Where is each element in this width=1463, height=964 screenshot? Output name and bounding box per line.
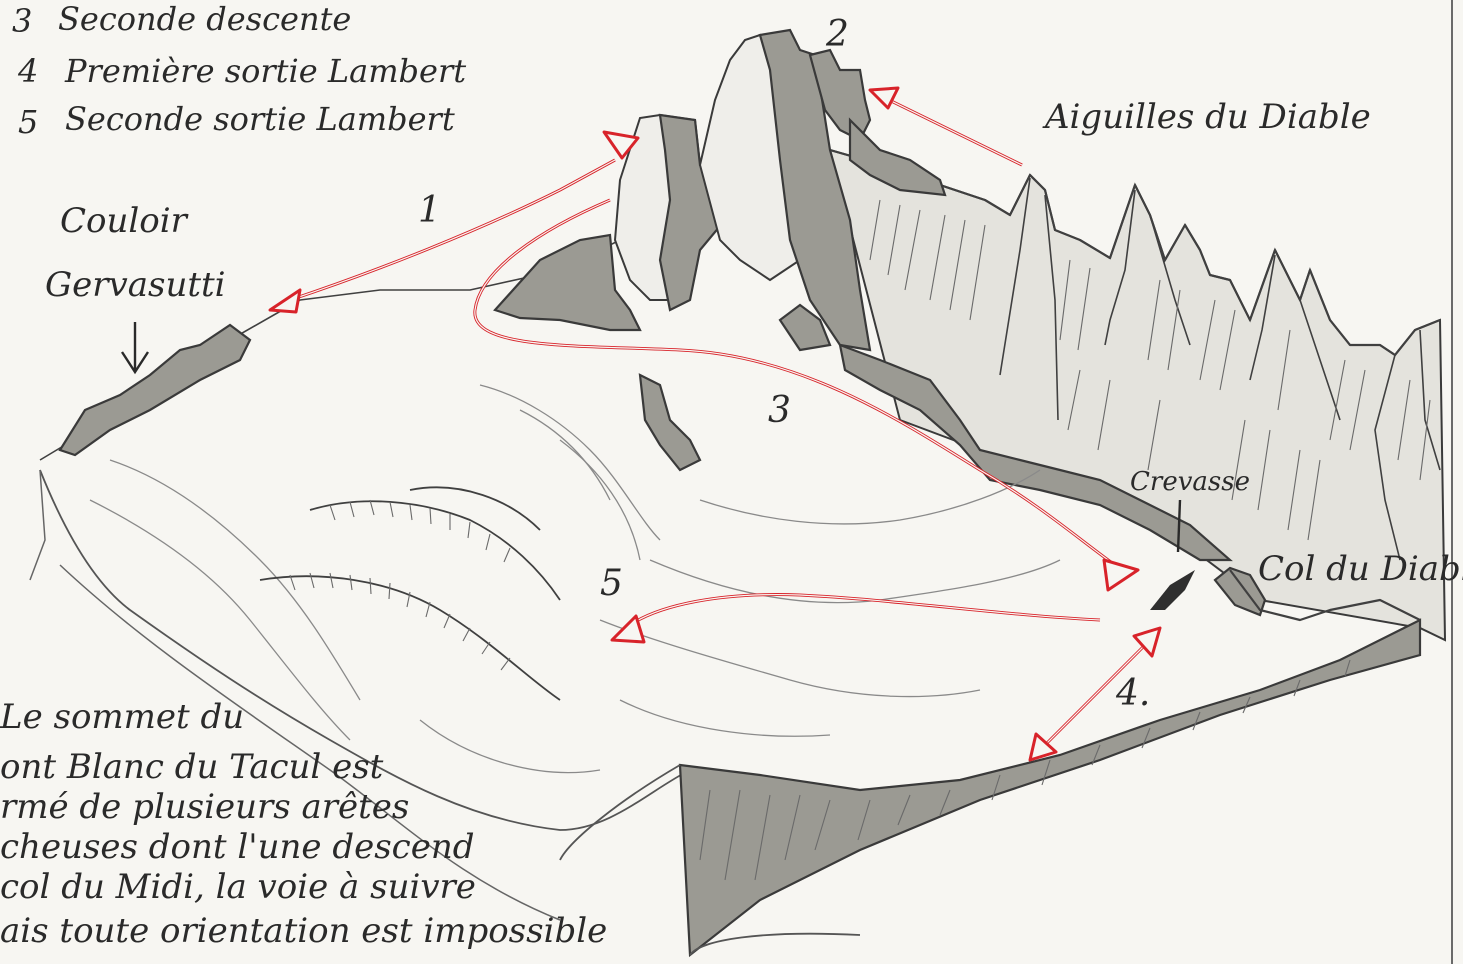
route-2-arrow-end [870, 88, 898, 108]
legend-text-4: Première sortie Lambert [64, 52, 466, 90]
foreground-ridge [680, 620, 1420, 955]
col-du-diable-label: Col du Diable [1258, 549, 1463, 589]
note-line-4: cheuses dont l'une descend [0, 827, 475, 867]
small-rock-b [640, 375, 700, 470]
crevasse-label: Crevasse [1130, 467, 1250, 497]
note-line-6: ais toute orientation est impossible [0, 911, 607, 951]
summit-note: Le sommet du ont Blanc du Tacul est rmé … [0, 697, 607, 951]
gervasutti-ridge [60, 325, 250, 455]
note-line-1: Le sommet du [0, 697, 244, 737]
legend-num-4: 4 [17, 52, 38, 90]
route-number-1: 1 [418, 190, 441, 231]
legend-num-5: 5 [18, 103, 38, 141]
legend-num-3: 3 [12, 2, 32, 40]
route-3-arrow-end [1104, 560, 1138, 590]
route-number-3: 3 [768, 390, 791, 431]
legend: 3 Seconde descente 4 Première sortie Lam… [12, 0, 466, 141]
couloir-pointer-arrow [122, 322, 148, 372]
route-1-arrow-start [270, 290, 300, 312]
note-line-2: ont Blanc du Tacul est [0, 747, 384, 787]
route-number-5: 5 [600, 563, 623, 604]
route-2-inner [885, 98, 1022, 165]
note-line-3: rmé de plusieurs arêtes [0, 787, 409, 827]
gervasutti-label: Gervasutti [45, 265, 226, 305]
legend-text-5: Seconde sortie Lambert [65, 100, 455, 138]
crevasse [1150, 570, 1195, 610]
serac-hatching [290, 500, 510, 670]
route-number-4: 4. [1115, 673, 1150, 714]
couloir-label: Couloir [60, 201, 189, 241]
route-number-2: 2 [825, 14, 849, 55]
note-line-5: col du Midi, la voie à suivre [0, 867, 476, 907]
aiguilles-label: Aiguilles du Diable [1042, 97, 1371, 137]
legend-text-3: Seconde descente [58, 0, 351, 38]
